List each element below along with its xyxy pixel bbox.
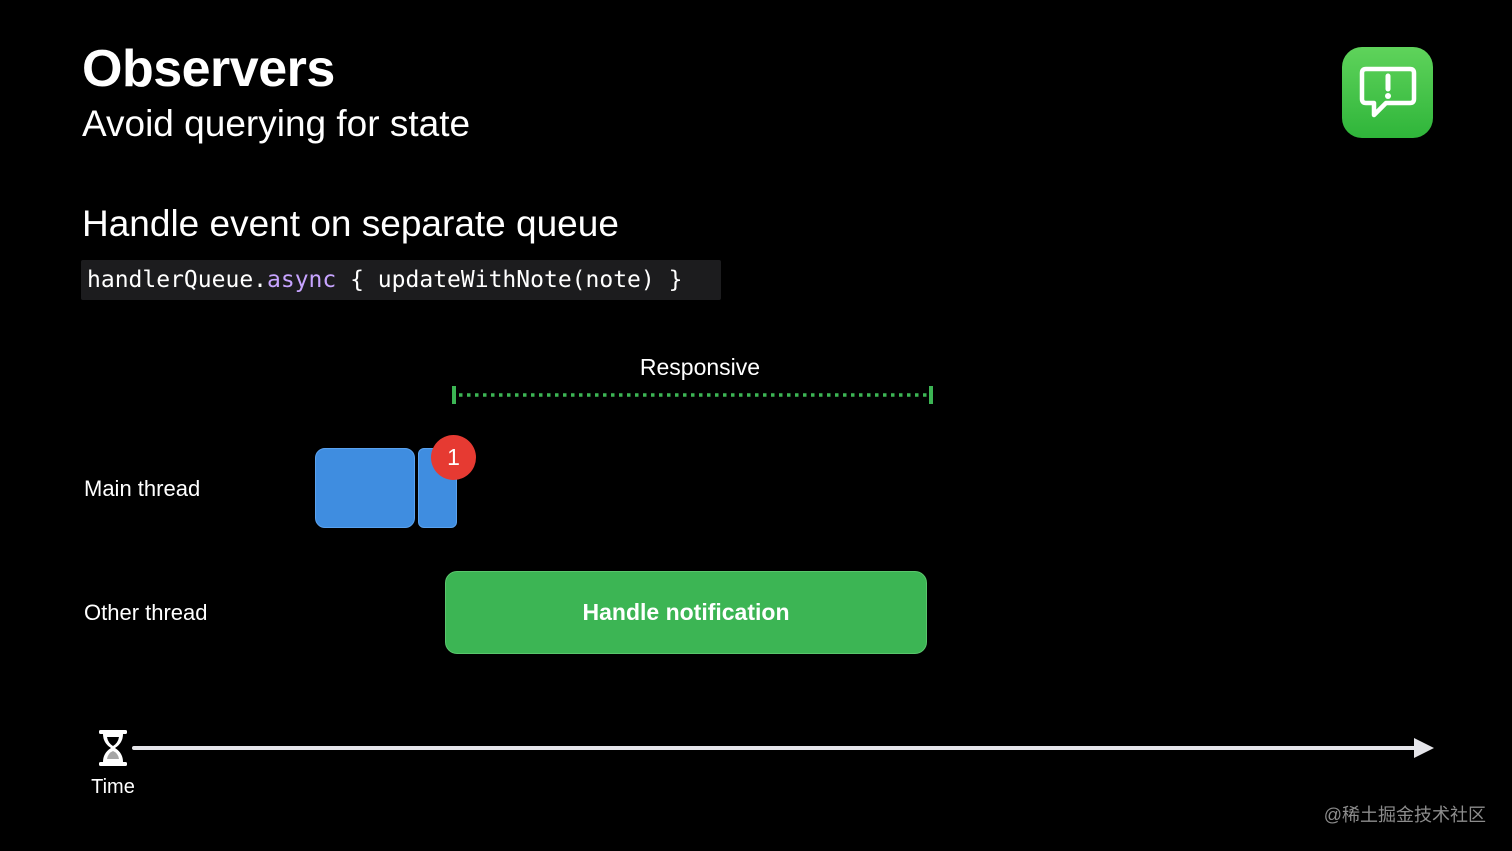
hourglass-icon (99, 730, 127, 766)
watermark: @稀土掘金技术社区 (1323, 805, 1486, 825)
exclamation-speech-bubble-icon (1342, 47, 1433, 138)
handle-notification-block: Handle notification (445, 571, 927, 654)
main-thread-work-block (315, 448, 415, 528)
section-heading: Handle event on separate queue (82, 203, 619, 244)
responsive-interval-bracket (452, 386, 933, 404)
other-thread-label: Other thread (84, 600, 208, 625)
time-label: Time (91, 776, 135, 798)
code-suffix: { updateWithNote(note) } (336, 267, 683, 293)
notification-badge: 1 (431, 435, 476, 480)
code-snippet: handlerQueue.async { updateWithNote(note… (81, 260, 721, 300)
main-thread-label: Main thread (84, 476, 201, 501)
responsive-label: Responsive (639, 354, 761, 380)
handle-notification-label: Handle notification (582, 599, 790, 625)
slide-subtitle: Avoid querying for state (82, 103, 471, 144)
slide-title: Observers (82, 40, 335, 98)
code-keyword: async (267, 267, 337, 293)
speech-bubble-icon-glyph (1359, 66, 1416, 117)
code-prefix: handlerQueue. (87, 267, 268, 293)
time-axis-arrow (132, 738, 1434, 758)
